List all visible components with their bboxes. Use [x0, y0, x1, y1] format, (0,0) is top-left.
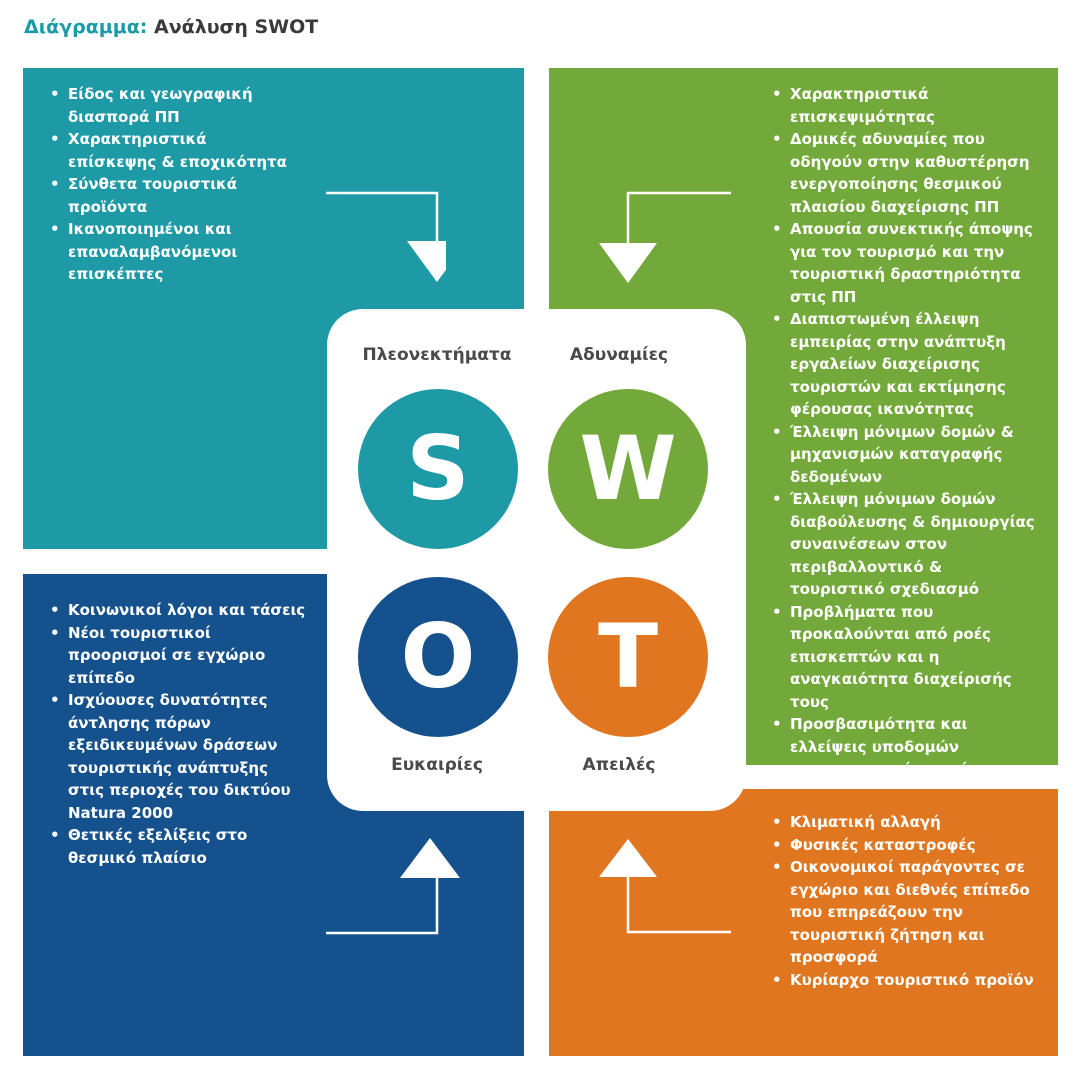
threats-quadrant: Κλιματική αλλαγήΦυσικές καταστροφέςΟικον… — [549, 789, 1058, 1056]
list-item: Χαρακτηριστικά επισκεψιμότητας — [770, 83, 1040, 128]
list-item: Σύνθετα τουριστικά προϊόντα — [48, 173, 298, 218]
list-item: Κοινωνικοί λόγοι και τάσεις — [48, 599, 308, 622]
circle-t: T — [548, 577, 708, 737]
list-item: Έλλειψη μόνιμων δομών & μηχανισμών καταγ… — [770, 421, 1040, 489]
list-item: Θετικές εξελίξεις στο θεσμικό πλαίσιο — [48, 824, 308, 869]
diagram-title: Διάγραμμα: Ανάλυση SWOT — [24, 16, 318, 38]
label-strengths: Πλεονεκτήματα — [362, 345, 512, 365]
list-item: Ισχύουσες δυνατότητες άντλησης πόρων εξε… — [48, 689, 308, 824]
list-item: Προβλήματα που προκαλούνται από ροές επι… — [770, 601, 1040, 714]
list-item: Διαπιστωμένη έλλειψη εμπειρίας στην ανάπ… — [770, 308, 1040, 421]
circle-w: W — [548, 389, 708, 549]
opportunities-list: Κοινωνικοί λόγοι και τάσειςΝέοι τουριστι… — [48, 599, 308, 869]
arrow-up-icon — [326, 838, 460, 935]
arrow-down-icon — [599, 191, 731, 283]
arrow-up-icon — [599, 839, 731, 934]
list-item: Απουσία συνεκτικής άποψης για τον τουρισ… — [770, 218, 1040, 308]
weaknesses-list: Χαρακτηριστικά επισκεψιμότηταςΔομικές αδ… — [770, 83, 1040, 803]
label-threats: Απειλές — [582, 755, 656, 775]
list-item: Νέοι τουριστικοί προορισμοί σε εγχώριο ε… — [48, 622, 308, 690]
weaknesses-quadrant: Χαρακτηριστικά επισκεψιμότηταςΔομικές αδ… — [549, 68, 1058, 801]
title-lead: Διάγραμμα: — [24, 16, 148, 38]
circle-o: O — [358, 577, 518, 737]
list-item: Οικονομικοί παράγοντες σε εγχώριο και δι… — [770, 856, 1050, 969]
circle-s: S — [358, 389, 518, 549]
strengths-quadrant: Είδος και γεωγραφική διασπορά ΠΠΧαρακτηρ… — [23, 68, 524, 549]
list-item: Φυσικές καταστροφές — [770, 834, 1050, 857]
arrow-down-icon — [326, 191, 446, 282]
swot-center-panel: Πλεονεκτήματα Αδυναμίες S W O T Ευκαιρίε… — [327, 309, 746, 811]
list-item: Είδος και γεωγραφική διασπορά ΠΠ — [48, 83, 298, 128]
list-item: Ικανοποιημένοι και επαναλαμβανόμενοι επι… — [48, 218, 298, 286]
threats-list: Κλιματική αλλαγήΦυσικές καταστροφέςΟικον… — [770, 811, 1050, 991]
title-text: Ανάλυση SWOT — [154, 16, 319, 38]
list-item: Χαρακτηριστικά επίσκεψης & εποχικότητα — [48, 128, 298, 173]
label-opportunities: Ευκαιρίες — [391, 755, 483, 775]
list-item: Έλλειψη μόνιμων δομών διαβούλευσης & δημ… — [770, 488, 1040, 601]
list-item: Δομικές αδυναμίες που οδηγούν στην καθυσ… — [770, 128, 1040, 218]
strengths-list: Είδος και γεωγραφική διασπορά ΠΠΧαρακτηρ… — [48, 83, 298, 286]
label-weaknesses: Αδυναμίες — [569, 345, 669, 365]
list-item: Κλιματική αλλαγή — [770, 811, 1050, 834]
list-item: Κυρίαρχο τουριστικό προϊόν — [770, 969, 1050, 992]
